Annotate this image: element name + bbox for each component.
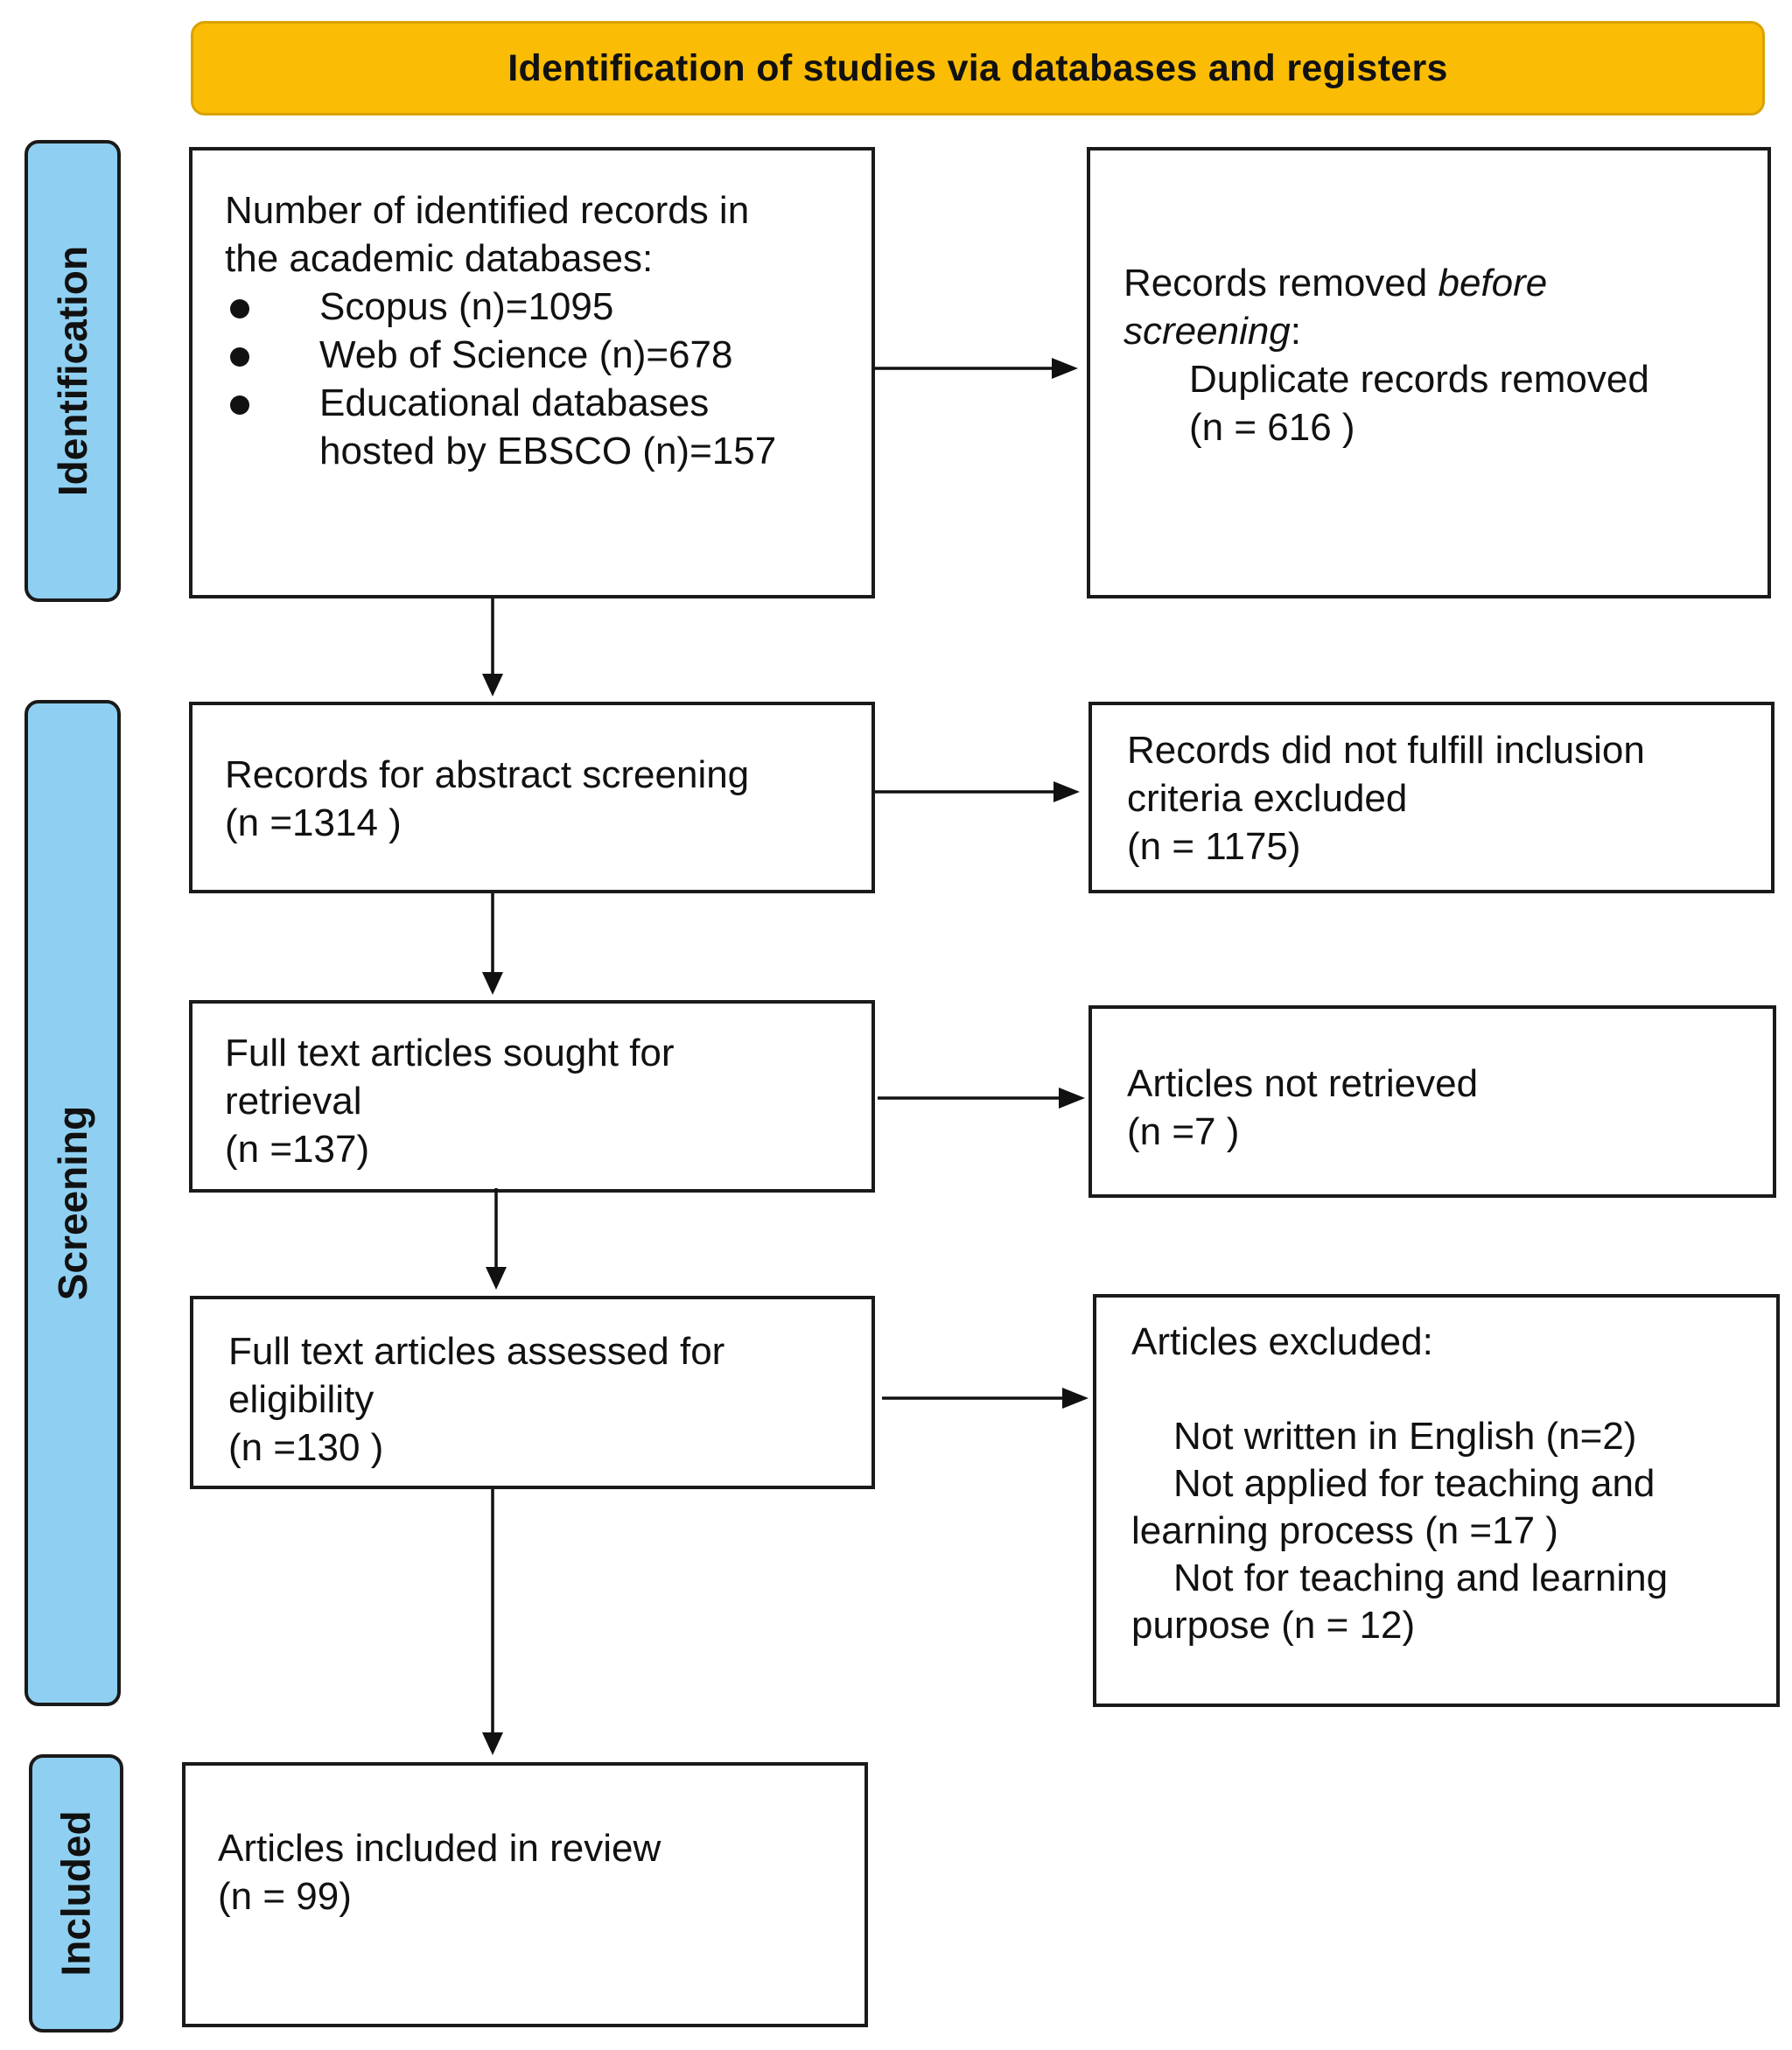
phase-included: Included — [29, 1754, 123, 2033]
identified-intro-line1: Number of identified records in — [225, 189, 750, 232]
database-item-scopus: Scopus (n)=1095 — [225, 283, 776, 331]
arrow-to-articles-excluded — [882, 1388, 1088, 1409]
identified-intro-line2: the academic databases: — [225, 237, 654, 280]
bullet-icon — [230, 395, 249, 415]
arrow-to-included — [482, 1489, 503, 1755]
not-retrieved-box: Articles not retrieved (n =7 ) — [1088, 1005, 1776, 1198]
excluded-reason-not-applied: Not applied for teaching and — [1173, 1462, 1656, 1505]
identification-banner: Identification of studies via databases … — [191, 21, 1765, 115]
not-retrieved-count: (n =7 ) — [1127, 1110, 1240, 1153]
articles-excluded-box: Articles excluded: Not written in Englis… — [1093, 1294, 1780, 1707]
identified-records-box: Number of identified records in the acad… — [189, 147, 875, 598]
arrow-to-excluded-criteria — [875, 781, 1080, 802]
excluded-reason-purpose: Not for teaching and learning — [1173, 1557, 1669, 1599]
banner-title: Identification of studies via databases … — [508, 46, 1448, 89]
assessed-line1: Full text articles assessed for — [228, 1330, 725, 1373]
sought-retrieval-box: Full text articles sought for retrieval … — [189, 1000, 875, 1193]
sought-count: (n =137) — [225, 1128, 370, 1171]
arrow-to-sought-retrieval — [482, 893, 503, 995]
database-item-ebsco: Educational databases hosted by EBSCO (n… — [225, 379, 776, 475]
included-count: (n = 99) — [218, 1875, 352, 1918]
database-item-web-of-science: Web of Science (n)=678 — [225, 331, 776, 379]
assessed-count: (n =130 ) — [228, 1426, 384, 1469]
arrow-to-abstract-screening — [482, 598, 503, 696]
not-retrieved-label: Articles not retrieved — [1127, 1062, 1479, 1105]
arrow-to-not-retrieved — [878, 1088, 1085, 1109]
arrow-to-assessed-eligibility — [486, 1188, 507, 1290]
removed-heading: Records removed before — [1124, 262, 1548, 304]
abstract-screening-box: Records for abstract screening (n =1314 … — [189, 702, 875, 893]
excluded-heading: Articles excluded: — [1131, 1320, 1433, 1363]
phase-identification: Identification — [24, 140, 121, 602]
included-box: Articles included in review (n = 99) — [182, 1762, 868, 2027]
excluded-reason-language: Not written in English (n=2) — [1173, 1415, 1637, 1458]
sought-line1: Full text articles sought for — [225, 1032, 675, 1074]
removed-detail: Duplicate records removed — [1189, 358, 1649, 401]
excluded-reason-not-applied-cont: learning process (n =17 ) — [1131, 1509, 1558, 1552]
bullet-icon — [230, 347, 249, 367]
database-list: Scopus (n)=1095 Web of Science (n)=678 E… — [225, 283, 776, 475]
arrow-to-removed — [875, 358, 1078, 379]
excluded-criteria-count: (n = 1175) — [1127, 825, 1301, 868]
phase-screening: Screening — [24, 700, 121, 1706]
excluded-criteria-line2: criteria excluded — [1127, 777, 1408, 820]
excluded-criteria-line1: Records did not fulfill inclusion — [1127, 729, 1645, 772]
abstract-screening-count: (n =1314 ) — [225, 801, 402, 844]
included-label: Articles included in review — [218, 1827, 662, 1870]
excluded-reason-purpose-cont: purpose (n = 12) — [1131, 1604, 1416, 1647]
assessed-eligibility-box: Full text articles assessed for eligibil… — [190, 1296, 875, 1489]
records-removed-box: Records removed before screening: Duplic… — [1087, 147, 1771, 598]
removed-count: (n = 616 ) — [1189, 406, 1355, 449]
removed-heading-cont: screening: — [1124, 310, 1302, 353]
sought-line2: retrieval — [225, 1080, 362, 1123]
excluded-criteria-box: Records did not fulfill inclusion criter… — [1088, 702, 1774, 893]
abstract-screening-label: Records for abstract screening — [225, 753, 750, 796]
bullet-icon — [230, 299, 249, 318]
assessed-line2: eligibility — [228, 1378, 374, 1421]
